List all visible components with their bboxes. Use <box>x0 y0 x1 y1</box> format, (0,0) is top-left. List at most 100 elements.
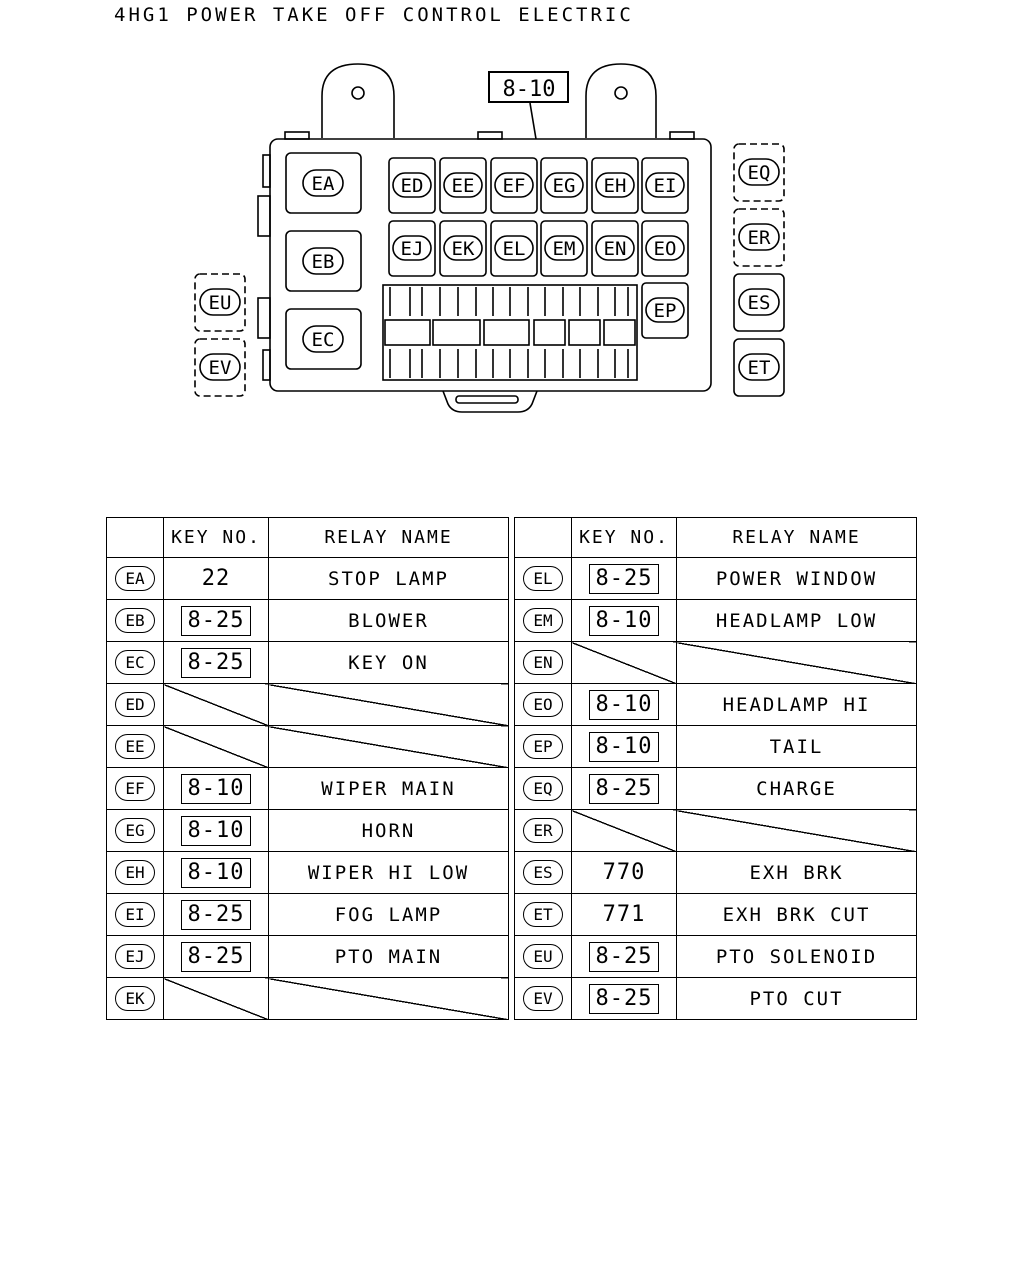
relay-eg-outline <box>544 172 584 198</box>
relay-name-cell: HEADLAMP LOW <box>676 599 917 642</box>
relay-name-cell: WIPER MAIN <box>268 767 509 810</box>
relay-id-badge: EQ <box>523 776 563 801</box>
relay-eu-label: EU <box>209 292 232 314</box>
key-no-cell: 8-25 <box>163 641 269 684</box>
relay-eo-outline <box>645 235 685 261</box>
header-relay-name: RELAY NAME <box>676 517 917 558</box>
relay-eu-outline <box>199 288 241 316</box>
relay-ef-outline <box>494 172 534 198</box>
relay-eh-outline <box>595 172 635 198</box>
relay-id-cell: EM <box>514 599 572 642</box>
relay-ej-label: EJ <box>401 238 424 260</box>
relay-ea-label: EA <box>312 173 335 195</box>
key-no: 8-10 <box>180 857 252 888</box>
key-no: 8-10 <box>180 815 252 846</box>
relay-id-cell: EF <box>106 767 164 810</box>
relay-ee-outline <box>443 172 483 198</box>
relay-ev-label: EV <box>209 357 232 379</box>
key-no-cell: 8-10 <box>571 683 677 726</box>
relay-id-badge: EP <box>523 734 563 759</box>
key-no-cell: 8-10 <box>163 851 269 894</box>
relay-ev-outline <box>199 353 241 381</box>
relay-id-cell: EK <box>106 977 164 1020</box>
relay-id-cell: EH <box>106 851 164 894</box>
key-no-cell: 8-25 <box>571 557 677 600</box>
key-no-cell: 22 <box>163 557 269 600</box>
key-no: 8-10 <box>588 605 660 636</box>
key-no-cell: 8-10 <box>571 599 677 642</box>
key-no: 8-25 <box>180 647 252 678</box>
key-no-cell: 770 <box>571 851 677 894</box>
relay-name-cell <box>676 809 917 852</box>
key-no-cell <box>163 977 269 1020</box>
table-header-row: KEY NO. RELAY NAME <box>106 517 509 558</box>
relay-eq-label: EQ <box>748 162 771 184</box>
mounting-ear-left <box>321 63 395 138</box>
relay-em-outline <box>544 235 584 261</box>
relay-name-cell: EXH BRK CUT <box>676 893 917 936</box>
relay-id-badge: EU <box>523 944 563 969</box>
relay-id-cell: ET <box>514 893 572 936</box>
relay-name-cell: CHARGE <box>676 767 917 810</box>
relay-eq-outline <box>738 158 780 186</box>
relay-name-cell: BLOWER <box>268 599 509 642</box>
table-header-row: KEY NO. RELAY NAME <box>514 517 917 558</box>
relay-name-cell: PTO CUT <box>676 977 917 1020</box>
relay-ei-outline <box>645 172 685 198</box>
relay-id-badge: EB <box>115 608 155 633</box>
key-no-cell: 8-25 <box>571 935 677 978</box>
relay-id-cell: EA <box>106 557 164 600</box>
relay-name-cell: EXH BRK <box>676 851 917 894</box>
key-no: 8-25 <box>588 941 660 972</box>
relay-ek-label: EK <box>452 238 475 260</box>
relay-name-cell <box>268 683 509 726</box>
relay-es-outline <box>738 288 780 316</box>
relay-id-badge: ED <box>115 692 155 717</box>
header-id <box>106 517 164 558</box>
relay-id-badge: ET <box>523 902 563 927</box>
relay-id-badge: EJ <box>115 944 155 969</box>
relay-ef-label: EF <box>503 175 526 197</box>
key-no-cell: 8-25 <box>163 599 269 642</box>
relay-id-badge: EE <box>115 734 155 759</box>
fuse-block <box>382 284 638 381</box>
key-no: 8-10 <box>588 731 660 762</box>
header-id <box>514 517 572 558</box>
relay-name-cell: WIPER HI LOW <box>268 851 509 894</box>
header-key-no: KEY NO. <box>571 517 677 558</box>
relay-id-badge: ES <box>523 860 563 885</box>
key-no: 8-25 <box>180 899 252 930</box>
relay-et-label: ET <box>748 357 771 379</box>
relay-name-cell: POWER WINDOW <box>676 557 917 600</box>
bottom-connector <box>442 390 538 413</box>
table-row: ER <box>514 809 917 852</box>
relay-et-outline <box>738 353 780 381</box>
relay-id-cell: EB <box>106 599 164 642</box>
key-no: 8-25 <box>588 773 660 804</box>
key-no-cell: 8-25 <box>163 935 269 978</box>
key-no: 22 <box>201 566 231 591</box>
key-no-cell <box>571 809 677 852</box>
relay-id-badge: EK <box>115 986 155 1011</box>
relay-box-housing <box>269 138 712 392</box>
relay-eb-outline <box>302 247 344 275</box>
relay-ec-label: EC <box>312 329 335 351</box>
relay-id-badge: EI <box>115 902 155 927</box>
relay-id-cell: EJ <box>106 935 164 978</box>
relay-id-badge: EO <box>523 692 563 717</box>
key-no-cell: 8-10 <box>163 809 269 852</box>
relay-id-cell: EE <box>106 725 164 768</box>
page-title: 4HG1 POWER TAKE OFF CONTROL ELECTRIC <box>114 4 634 26</box>
key-no: 771 <box>602 902 646 927</box>
relay-id-cell: EN <box>514 641 572 684</box>
relay-ed-label: ED <box>401 175 424 197</box>
relay-id-cell: EO <box>514 683 572 726</box>
key-no-cell <box>163 683 269 726</box>
relay-ed-outline <box>392 172 432 198</box>
